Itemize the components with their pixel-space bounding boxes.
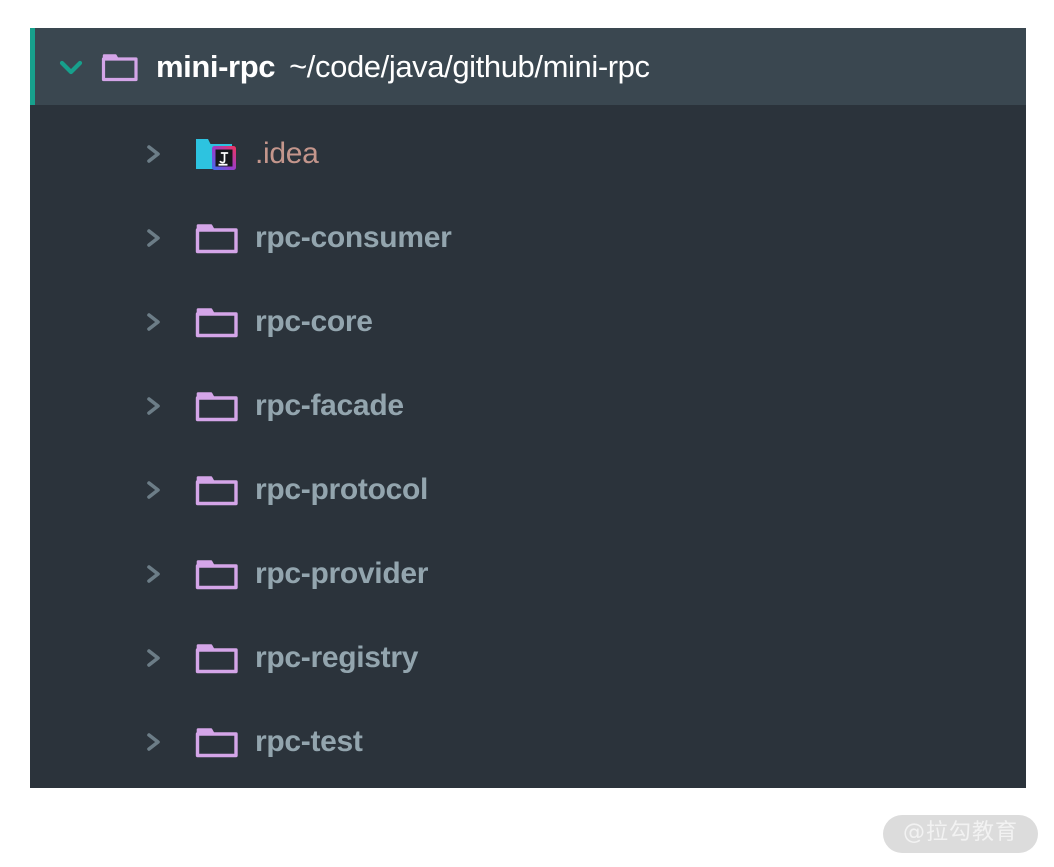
- chevron-right-icon[interactable]: [142, 308, 166, 336]
- intellij-folder-icon: [194, 136, 240, 172]
- folder-icon: [194, 388, 240, 424]
- chevron-right-icon[interactable]: [142, 392, 166, 420]
- folder-icon: [194, 640, 240, 676]
- tree-item-label: rpc-consumer: [255, 221, 452, 254]
- selection-accent-bar: [30, 28, 35, 105]
- tree-row-rpc-test[interactable]: rpc-test: [30, 700, 1026, 784]
- folder-icon: [100, 50, 140, 84]
- project-tree-panel: mini-rpc ~/code/java/github/mini-rpc: [30, 28, 1026, 788]
- chevron-right-icon[interactable]: [142, 476, 166, 504]
- project-root-name: mini-rpc: [156, 48, 276, 84]
- tree-row-idea[interactable]: .idea: [30, 112, 1026, 196]
- tree-row-rpc-provider[interactable]: rpc-provider: [30, 532, 1026, 616]
- folder-icon: [194, 304, 240, 340]
- tree-row-rpc-core[interactable]: rpc-core: [30, 280, 1026, 364]
- chevron-right-icon[interactable]: [142, 224, 166, 252]
- project-root-path: ~/code/java/github/mini-rpc: [289, 48, 650, 84]
- folder-icon: [194, 724, 240, 760]
- folder-icon: [194, 472, 240, 508]
- chevron-right-icon[interactable]: [142, 140, 166, 168]
- tree-item-label: rpc-facade: [255, 389, 404, 422]
- tree-row-rpc-protocol[interactable]: rpc-protocol: [30, 448, 1026, 532]
- watermark-badge: @拉勾教育: [882, 815, 1038, 853]
- tree-row-root[interactable]: mini-rpc ~/code/java/github/mini-rpc: [30, 28, 1026, 105]
- chevron-right-icon[interactable]: [142, 644, 166, 672]
- chevron-down-icon[interactable]: [54, 50, 88, 84]
- chevron-right-icon[interactable]: [142, 728, 166, 756]
- folder-icon: [194, 556, 240, 592]
- tree-item-label: rpc-core: [255, 305, 373, 338]
- tree-item-label: rpc-test: [255, 725, 363, 758]
- folder-icon: [194, 220, 240, 256]
- tree-item-label: rpc-registry: [255, 641, 419, 674]
- tree-children-list: .idea rpc-consumer: [30, 105, 1026, 784]
- tree-item-label: rpc-provider: [255, 557, 429, 590]
- tree-row-rpc-consumer[interactable]: rpc-consumer: [30, 196, 1026, 280]
- tree-row-rpc-registry[interactable]: rpc-registry: [30, 616, 1026, 700]
- tree-item-label: rpc-protocol: [255, 473, 429, 506]
- tree-item-label: .idea: [255, 137, 319, 170]
- chevron-right-icon[interactable]: [142, 560, 166, 588]
- tree-row-rpc-facade[interactable]: rpc-facade: [30, 364, 1026, 448]
